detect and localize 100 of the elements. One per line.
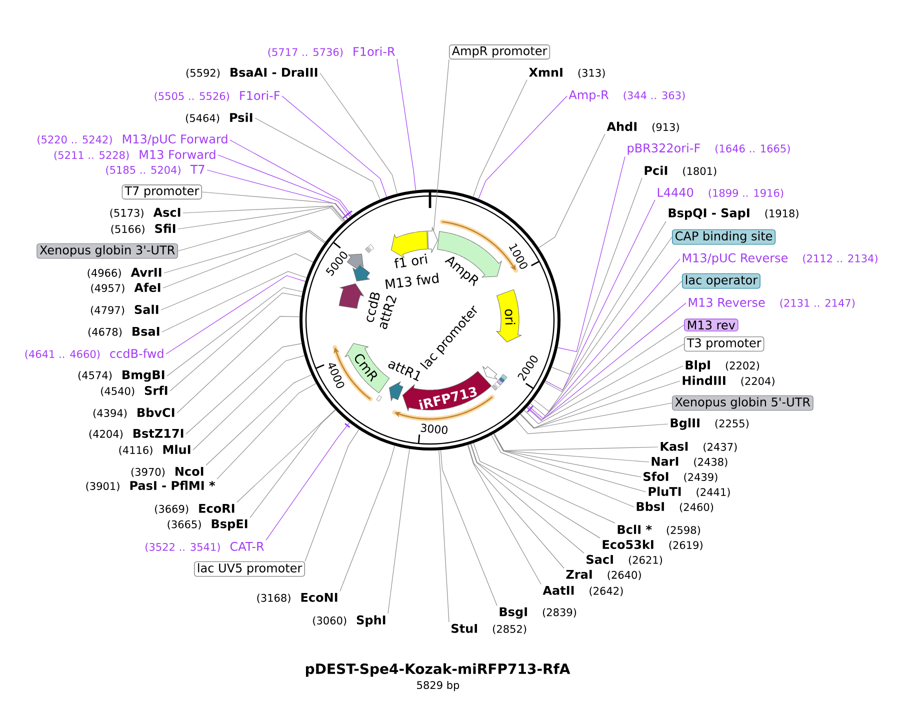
feature-label: attR2: [380, 296, 397, 330]
enzyme-site-label: (4797) SalI: [90, 304, 158, 316]
enzyme-site-label: (3669) EcoRI: [155, 504, 234, 514]
enzyme-site-label: (3665) BspEI: [168, 519, 248, 531]
feature-label-box: AmpR promoter: [449, 44, 550, 60]
enzyme-site-label: SacI (2621): [586, 554, 662, 566]
leader-line: [520, 402, 672, 429]
leader-line: [440, 450, 498, 606]
leader-line: [526, 302, 686, 421]
leader-line: [494, 433, 658, 451]
enzyme-site-label: (3970) NcoI: [131, 466, 204, 478]
leader-line: [528, 258, 680, 420]
plasmid-ring: [300, 190, 560, 450]
leader-line: [473, 442, 616, 524]
enzyme-site-label: ZraI (2640): [566, 570, 641, 580]
enzyme-site-label: (4540) SrfI: [101, 386, 168, 396]
leader-line: [433, 59, 450, 232]
enzyme-site-label: StuI (2852): [452, 624, 526, 634]
feature-label: f1 ori: [394, 254, 428, 268]
primer-label: pBR322ori-F (1646 .. 1665): [628, 143, 790, 155]
enzyme-site-label: SfoI (2439): [644, 472, 718, 482]
enzyme-site-label: PluTI (2441): [648, 486, 730, 498]
primer-label: (5505 .. 5526) F1ori-F: [154, 90, 280, 102]
leader-line: [538, 134, 606, 248]
leader-line: [527, 324, 684, 420]
leader-line: [468, 444, 564, 569]
leader-line: [182, 206, 346, 222]
feature-label-box: Xenopus globin 3'-UTR: [36, 243, 178, 259]
leader-line: [164, 230, 326, 274]
leader-line: [162, 271, 307, 332]
feature-label-box: M13 rev: [684, 318, 738, 332]
enzyme-site-label: PciI (1801): [644, 166, 716, 176]
primer-label: Amp-R (344 .. 363): [568, 90, 685, 102]
leader-line: [160, 253, 314, 310]
enzyme-site-label: BspQI - SapI (1918): [668, 208, 798, 220]
leader-line: [545, 200, 656, 390]
enzyme-site-label: KasI (2437): [660, 442, 737, 452]
leader-line: [470, 444, 600, 538]
enzyme-site-label: AhdI (913): [606, 122, 679, 132]
leader-line: [206, 374, 312, 466]
primer-label: L4440 (1899 .. 1916): [658, 188, 784, 198]
leader-line: [467, 444, 542, 585]
enzyme-site-label: (3168) EcoNI: [257, 592, 338, 604]
caption: 5829 bp: [417, 680, 460, 692]
primer-label: (5220 .. 5242) M13/pUC Forward: [38, 134, 228, 146]
enzyme-site-label: (4394) BbvCI: [93, 408, 174, 418]
leader-line: [478, 96, 568, 200]
leader-line: [388, 448, 410, 614]
enzyme-site-label: BbsI (2460): [636, 502, 714, 512]
enzyme-site-label: BclI * (2598): [618, 524, 700, 536]
enzyme-site-label: (3060) SphI: [313, 615, 386, 627]
leader-line: [514, 418, 668, 434]
leader-line: [533, 236, 672, 412]
enzyme-site-label: BsgI (2839): [500, 607, 576, 619]
enzyme-site-label: (4957) AfeI: [91, 282, 160, 294]
leader-line: [202, 192, 348, 219]
primer-label: (4641 .. 4660) ccdB-fwd: [25, 348, 164, 360]
enzyme-site-label: BglII (2255): [670, 418, 748, 430]
leader-line: [216, 383, 316, 480]
leader-line: [186, 343, 302, 434]
feature-label-box: CAP binding site: [672, 229, 776, 245]
enzyme-site-label: (5173) AscI: [110, 208, 180, 218]
leader-line: [176, 316, 300, 414]
feature-block: [428, 227, 438, 253]
enzyme-site-label: (4574) BmgBI: [78, 370, 164, 382]
feature-label: ccdB: [366, 292, 380, 322]
feature-label-box: Xenopus globin 5'-UTR: [672, 395, 814, 411]
enzyme-site-label: (4204) BstZ17I: [89, 428, 184, 440]
leader-line: [250, 410, 336, 518]
leader-line: [178, 206, 345, 230]
leader-line: [551, 178, 642, 375]
leader-line: [178, 207, 344, 252]
enzyme-site-label: XmnI (313): [528, 68, 605, 78]
leader-line: [170, 292, 302, 392]
feature-label-box: T3 promoter: [684, 336, 764, 352]
tick-label: 1000: [508, 243, 528, 269]
leader-line: [491, 434, 634, 508]
leader-line: [493, 434, 646, 492]
leader-line: [236, 409, 336, 503]
leader-line: [340, 445, 395, 592]
leader-line: [218, 154, 350, 218]
primer-label: M13 Reverse (2131 .. 2147): [688, 298, 855, 308]
leader-line: [304, 429, 360, 562]
leader-line: [192, 355, 305, 450]
enzyme-site-label: AatII (2642): [542, 586, 623, 596]
leader-line: [282, 96, 387, 198]
enzyme-site-label: (4678) BsaI: [88, 326, 160, 338]
enzyme-site-label: (5592) BsaAI - DraIII: [186, 68, 318, 78]
leader-line: [524, 344, 684, 424]
leader-line: [470, 444, 584, 554]
leader-line: [530, 280, 682, 416]
feature-label: M13 fwd: [385, 272, 439, 290]
primer-label: (5717 .. 5736) F1ori-R: [268, 46, 395, 58]
feature-block: ori: [496, 289, 522, 342]
feature-label-box: T7 promoter: [122, 184, 202, 200]
enzyme-site-label: (3901) PasI - PflMI *: [86, 480, 216, 492]
enzyme-site-label: (5464) PsiI: [186, 112, 252, 124]
leader-line: [396, 58, 416, 191]
leader-line: [230, 140, 352, 216]
leader-line: [557, 156, 626, 352]
